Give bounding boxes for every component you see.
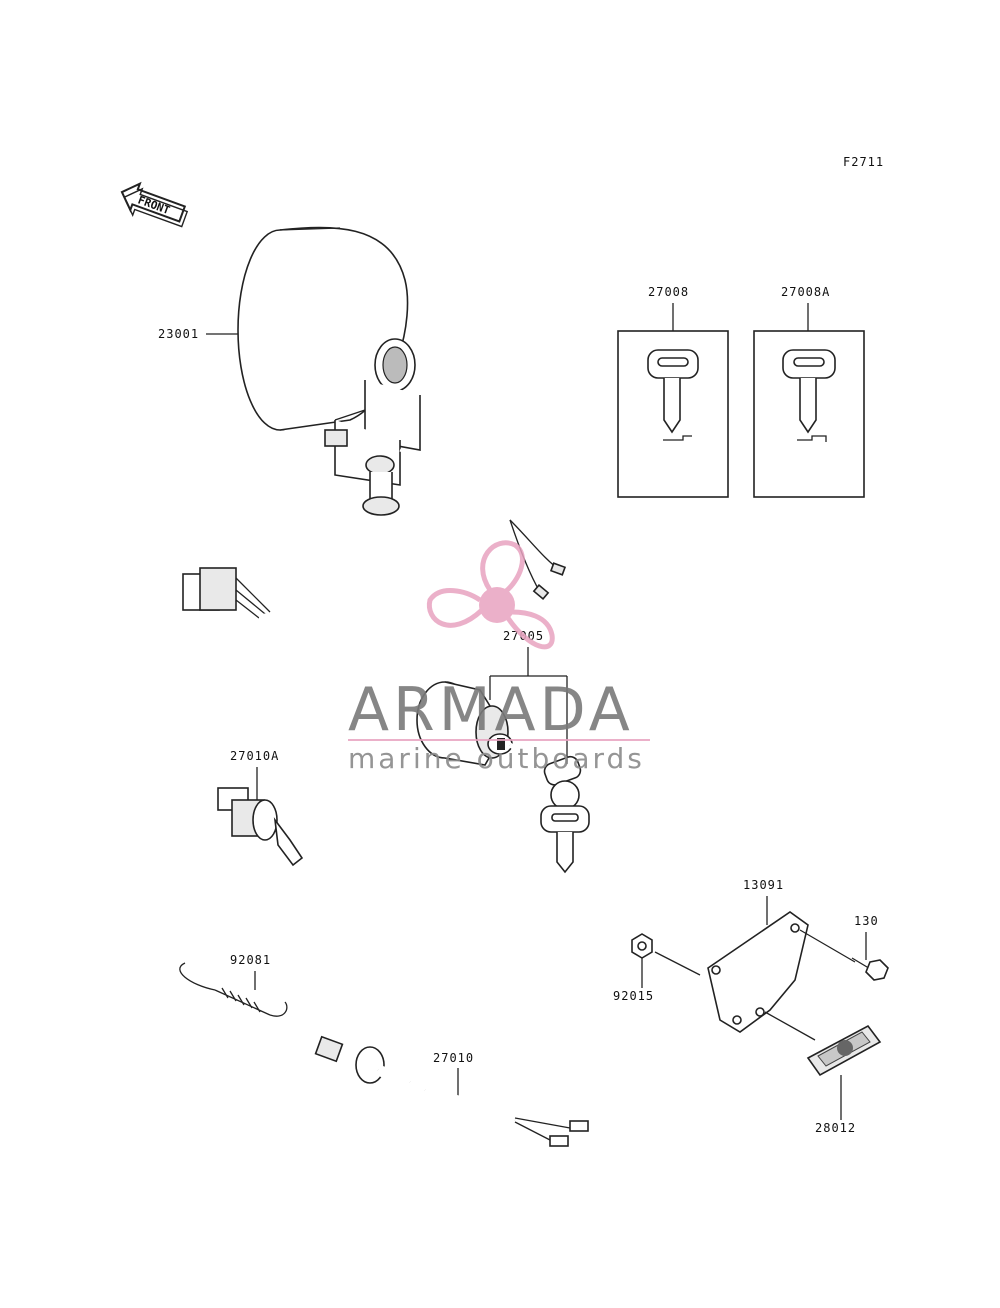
- label-27008: 27008: [648, 285, 689, 299]
- label-27010: 27010: [433, 1051, 474, 1065]
- front-arrow-icon: FRONT: [120, 181, 189, 228]
- label-28012: 28012: [815, 1121, 856, 1135]
- headlight-assembly: 23001: [158, 226, 567, 601]
- armada-logo-icon: [426, 540, 555, 650]
- ignition-switch-assembly: 27005: [182, 567, 590, 874]
- switch-27010A: 27010A: [217, 749, 304, 867]
- switch-27010: 27010: [314, 1035, 589, 1147]
- label-27008A: 27008A: [781, 285, 830, 299]
- figure-code: F2711: [843, 155, 884, 169]
- spring-92081: 92081: [179, 953, 288, 1017]
- label-130: 130: [854, 914, 879, 928]
- key-27008A: 27008A: [753, 285, 865, 498]
- watermark-subtitle: marine outboards: [348, 742, 645, 775]
- label-27010A: 27010A: [230, 749, 279, 763]
- key-27008: 27008: [617, 285, 729, 498]
- label-13091: 13091: [743, 878, 784, 892]
- label-23001: 23001: [158, 327, 199, 341]
- label-92081: 92081: [230, 953, 271, 967]
- label-92015: 92015: [613, 989, 654, 1003]
- plate-assembly: 13091 92015 130 28012: [613, 878, 889, 1135]
- watermark-title: ARMADA: [348, 675, 634, 745]
- watermark: ARMADA marine outboards: [348, 540, 650, 775]
